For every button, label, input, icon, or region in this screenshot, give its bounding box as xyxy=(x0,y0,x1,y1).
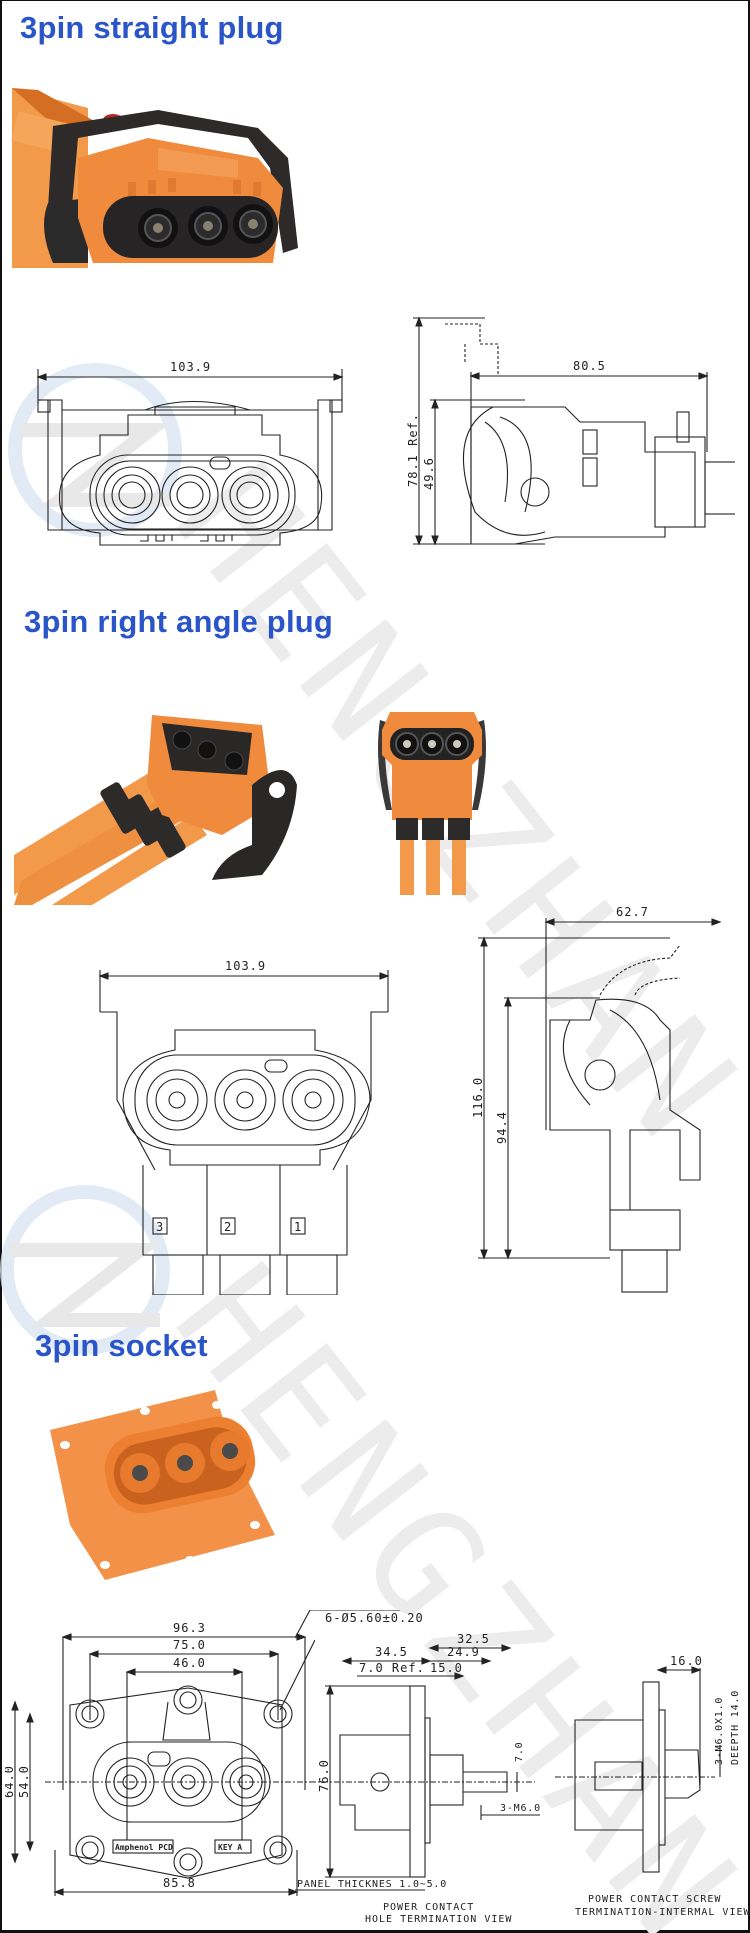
socket-front-drawing: 96.3 75.0 46.0 64.0 54.0 Amphenol PCD KE… xyxy=(5,1621,315,1896)
dim-width-outer: 96.3 xyxy=(173,1621,206,1635)
right-angle-plug-photo-front xyxy=(378,712,486,895)
right-angle-plug-photo-angled xyxy=(14,715,297,905)
thread-label: 3-M6.0X1.0 xyxy=(500,1803,540,1814)
pin-label-3: 3 xyxy=(156,1220,164,1234)
dim-32-5: 32.5 xyxy=(457,1632,490,1646)
hole-label: 6-Ø5.60±0.20 xyxy=(325,1611,424,1625)
dim-76-0: 76.0 xyxy=(317,1759,331,1792)
socket-side-screw-drawing: 16.0 3-M6.0X1.0 DEEPTH 14.0 POWER CONTAC… xyxy=(555,1654,750,1918)
socket-side-hole-drawing: 6-Ø5.60±0.20 32.5 34.5 24.9 7.0 Ref. 15.… xyxy=(295,1610,540,1925)
dim-width: 62.7 xyxy=(616,905,649,919)
dim-width: 103.9 xyxy=(225,959,266,973)
caption-line-1: POWER CONTACT xyxy=(383,1902,474,1913)
socket-photo xyxy=(50,1390,275,1580)
brand-label: Amphenol PCD xyxy=(115,1843,173,1852)
pin-label-2: 2 xyxy=(224,1220,232,1234)
thread-label: 3-M6.0X1.0 xyxy=(714,1697,725,1765)
right-angle-plug-front-drawing: 103.9 3 2 1 xyxy=(98,959,390,1295)
section-title-socket: 3pin socket xyxy=(35,1328,208,1363)
straight-plug-front-drawing: 103.9 xyxy=(36,360,344,546)
section-title-right-angle-plug: 3pin right angle plug xyxy=(24,604,334,639)
straight-plug-side-drawing: 78.1 Ref. 49.6 80.5 xyxy=(406,316,735,546)
key-label: KEY A xyxy=(218,1843,242,1852)
dim-overall-height: 78.1 Ref. xyxy=(406,413,420,487)
dim-15-0: 15.0 xyxy=(430,1661,463,1675)
depth-label: DEEPTH 14.0 xyxy=(730,1690,741,1765)
dim-width-inner: 46.0 xyxy=(173,1656,206,1670)
dim-24-9: 24.9 xyxy=(447,1645,480,1659)
caption-line-2: HOLE TERMINATION VIEW xyxy=(365,1914,512,1925)
straight-plug-photo xyxy=(11,88,298,268)
mounting-holes xyxy=(75,1685,293,1877)
dim-34-5: 34.5 xyxy=(375,1645,408,1659)
pin-label-1: 1 xyxy=(294,1220,302,1234)
dim-length: 80.5 xyxy=(573,359,606,373)
pin-contacts xyxy=(103,466,279,524)
dim-overall-height: 116.0 xyxy=(471,1077,485,1118)
dim-height: 49.6 xyxy=(422,457,436,490)
dim-16-0: 16.0 xyxy=(670,1654,703,1668)
dim-width-mid: 75.0 xyxy=(173,1638,206,1652)
panel-thickness-label: PANEL THICKNES 1.0~5.0 xyxy=(297,1879,447,1890)
dim-height-outer: 64.0 xyxy=(5,1765,16,1798)
caption-line-2: TERMINATION-INTERMAL VIEW xyxy=(575,1907,750,1918)
dim-width-bottom: 85.8 xyxy=(163,1876,196,1890)
section-title-straight-plug: 3pin straight plug xyxy=(20,10,284,45)
dim-height-inner: 54.0 xyxy=(17,1765,31,1798)
right-angle-plug-side-drawing: 62.7 116.0 94.4 xyxy=(471,905,722,1293)
dim-7-ref: 7.0 Ref. xyxy=(359,1661,425,1675)
dim-width: 103.9 xyxy=(170,360,211,374)
dim-height: 94.4 xyxy=(495,1111,509,1144)
dim-7-0: 7.0 xyxy=(514,1742,525,1762)
caption-line-1: POWER CONTACT SCREW xyxy=(588,1894,721,1905)
